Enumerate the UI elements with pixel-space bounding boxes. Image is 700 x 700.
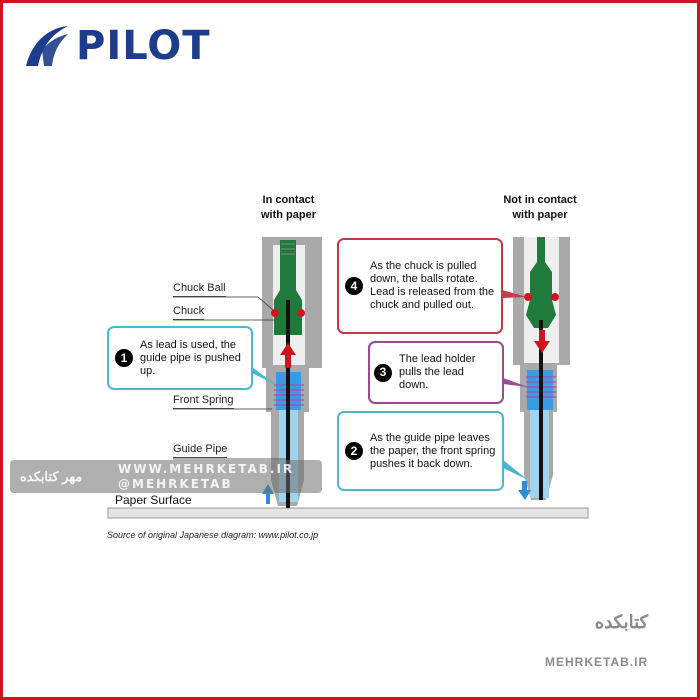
chuck: [526, 237, 556, 328]
label-guide-pipe: Guide Pipe: [173, 443, 228, 458]
step-number: 1: [115, 349, 133, 367]
callout-text: As lead is used, the guide pipe is pushe…: [140, 338, 241, 377]
chuck: [274, 240, 302, 335]
label-chuck-ball: Chuck Ball: [173, 282, 226, 297]
watermark-site: WWW.MEHRKETAB.IR: [118, 462, 295, 476]
logo-text: PILOT: [76, 23, 211, 69]
callout-text: As the guide pipe leaves the paper, the …: [370, 431, 496, 470]
arrow-down-icon: [534, 330, 550, 353]
callout-text: The lead holder pulls the lead down.: [399, 353, 476, 391]
label-front-spring: Front Spring: [173, 394, 234, 409]
label-paper-surface: Paper Surface: [115, 493, 192, 507]
watermark-corner: کتابکده MEHRKETAB.IR: [545, 612, 649, 669]
chuck-ball: [551, 293, 559, 301]
chuck-ball: [297, 309, 305, 317]
step-number: 3: [374, 363, 392, 382]
lead: [286, 300, 290, 508]
callout-3: 3 The lead holder pulls the lead down.: [368, 341, 504, 404]
callout-text: As the chuck is pulled down, the balls r…: [370, 260, 495, 311]
right-heading: Not in contact with paper: [503, 194, 577, 221]
arrow-down-blue-icon: [518, 481, 531, 500]
callout-1: 1 As lead is used, the guide pipe is pus…: [107, 326, 253, 390]
label-chuck: Chuck: [173, 305, 205, 320]
watermark-persian: مهر کتابکده: [20, 469, 83, 484]
pilot-logo-icon: [26, 26, 68, 66]
paper-surface: [107, 507, 589, 519]
lead: [539, 320, 543, 500]
callout-2: 2 As the guide pipe leaves the paper, th…: [337, 411, 504, 491]
step-number: 4: [345, 277, 363, 295]
chuck-ball: [524, 293, 532, 301]
step-number: 2: [345, 442, 363, 460]
callout-4: 4 As the chuck is pulled down, the balls…: [337, 238, 503, 334]
right-pencil: [513, 237, 570, 500]
watermark-site-corner: MEHRKETAB.IR: [545, 655, 649, 669]
watermark-persian-corner: کتابکده: [594, 612, 649, 632]
chuck-ball: [271, 309, 279, 317]
pilot-logo: PILOT: [22, 22, 211, 70]
watermark-band: مهر کتابکده WWW.MEHRKETAB.IR @MEHRKETAB: [10, 460, 322, 493]
arrow-up-icon: [280, 343, 296, 368]
watermark-handle: @MEHRKETAB: [118, 477, 233, 491]
left-heading: In contact with paper: [260, 194, 316, 221]
source-note: Source of original Japanese diagram: www…: [107, 530, 319, 540]
